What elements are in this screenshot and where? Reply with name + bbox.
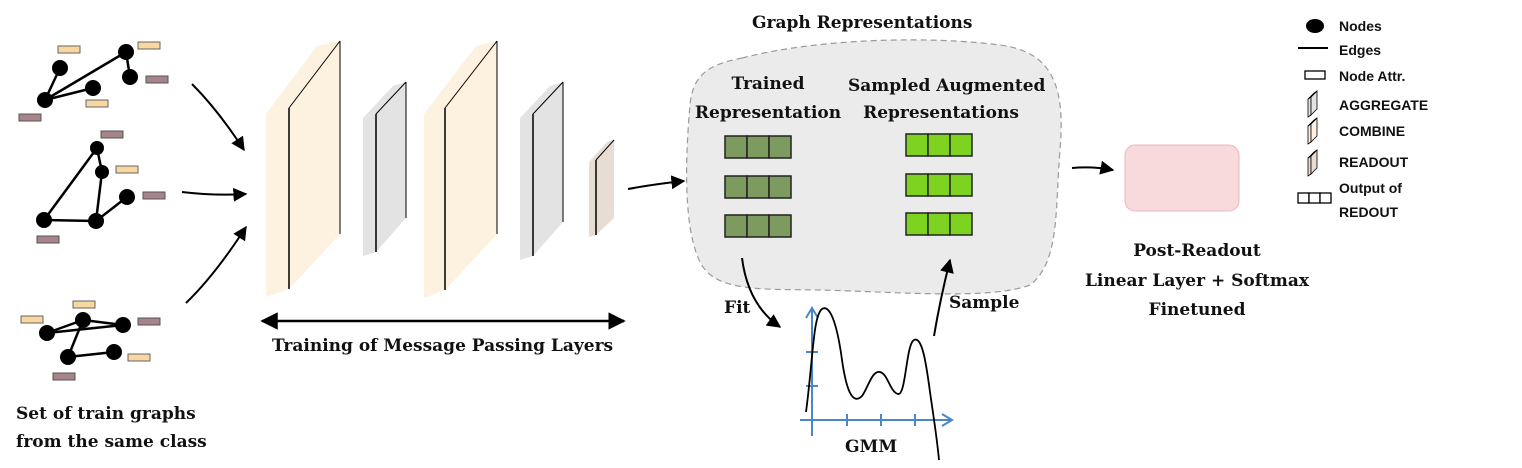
sampled-vector xyxy=(905,212,973,236)
node-attr xyxy=(137,317,161,326)
post-label-line-3: Finetuned xyxy=(1148,300,1246,320)
input-arrow xyxy=(181,187,248,202)
sample-arrow xyxy=(933,258,954,337)
node xyxy=(37,92,53,108)
gmm-plot xyxy=(800,306,954,461)
node xyxy=(60,349,76,365)
legend-combine-icon xyxy=(1307,117,1318,145)
input-arrow xyxy=(191,83,245,152)
node xyxy=(75,312,91,328)
node xyxy=(106,344,122,360)
node xyxy=(36,212,52,228)
node xyxy=(118,44,134,60)
trained-vector xyxy=(724,135,792,159)
legend-aggregate-icon xyxy=(1307,90,1318,118)
node xyxy=(122,69,138,85)
aggregate-layer-2 xyxy=(520,81,564,260)
caption-line-1: Set of train graphs xyxy=(16,404,196,424)
legend-edges-label: Edges xyxy=(1339,42,1382,58)
fit-arrow xyxy=(741,257,782,328)
node xyxy=(95,165,109,179)
trained-vector xyxy=(724,214,792,238)
gmm-label: GMM xyxy=(845,437,898,457)
trained-label-line-2: Representation xyxy=(694,103,842,123)
gmm-y-axis-head xyxy=(805,306,819,319)
node-attr xyxy=(145,75,169,84)
node-attr xyxy=(85,99,109,108)
trained-representation-vectors xyxy=(724,135,792,238)
caption-line-2: from the same class xyxy=(16,432,207,452)
node xyxy=(52,60,68,76)
legend-nodes-label: Nodes xyxy=(1339,18,1382,34)
fit-label: Fit xyxy=(724,298,751,318)
trained-label-line-1: Trained xyxy=(731,74,805,94)
legend-output-label-line-2: REDOUT xyxy=(1339,204,1399,220)
legend xyxy=(1297,19,1332,204)
combine-layer-1 xyxy=(266,40,341,297)
trained-vector xyxy=(724,175,792,199)
gmm-x-axis-head xyxy=(941,413,954,427)
representation-to-post-arrow xyxy=(1071,160,1115,175)
graph-2 xyxy=(36,130,166,244)
sampled-vector xyxy=(905,133,973,157)
sampled-vector xyxy=(905,173,973,197)
node xyxy=(119,189,135,205)
legend-readout-icon xyxy=(1307,149,1318,177)
sample-label: Sample xyxy=(949,293,1020,313)
legend-node-icon xyxy=(1306,19,1324,33)
graph-1 xyxy=(18,41,169,122)
node-attr xyxy=(36,235,60,244)
node-attr xyxy=(100,130,124,139)
node-attr xyxy=(52,372,76,381)
node-attr xyxy=(57,45,81,54)
post-label-line-2: Linear Layer + Softmax xyxy=(1084,271,1310,291)
post-readout-box xyxy=(1124,144,1240,212)
sampled-label-line-2: Representations xyxy=(863,103,1019,123)
node-attr xyxy=(115,165,139,174)
readout-layer xyxy=(589,139,615,237)
legend-attr-icon xyxy=(1304,70,1326,80)
node xyxy=(90,141,104,155)
aggregate-layer-1 xyxy=(363,81,407,256)
training-label: Training of Message Passing Layers xyxy=(272,336,614,356)
legend-node-attr-label: Node Attr. xyxy=(1339,68,1406,84)
node-attr xyxy=(137,41,161,50)
post-label-line-1: Post-Readout xyxy=(1133,241,1261,261)
readout-to-representation-arrow xyxy=(627,175,686,190)
node-attr xyxy=(142,191,166,200)
sampled-label-line-1: Sampled Augmented xyxy=(848,76,1046,96)
node-attr xyxy=(20,315,44,324)
legend-aggregate-label: AGGREGATE xyxy=(1339,97,1429,113)
gmm-density-curve xyxy=(805,307,940,461)
node-attr xyxy=(127,353,151,362)
sampled-representation-vectors xyxy=(905,133,973,236)
legend-output-label-line-1: Output of xyxy=(1339,180,1402,196)
legend-combine-label: COMBINE xyxy=(1339,123,1406,139)
legend-output-icon xyxy=(1297,192,1332,204)
node xyxy=(39,325,55,341)
graph-3 xyxy=(20,300,161,381)
node xyxy=(85,80,101,96)
legend-readout-label: READOUT xyxy=(1339,154,1409,170)
node-attr xyxy=(18,113,42,122)
input-arrow xyxy=(185,225,247,304)
graph-repr-title: Graph Representations xyxy=(752,13,973,33)
node xyxy=(115,317,131,333)
node xyxy=(88,213,104,229)
node-attr xyxy=(72,300,96,309)
combine-layer-2 xyxy=(424,40,498,298)
